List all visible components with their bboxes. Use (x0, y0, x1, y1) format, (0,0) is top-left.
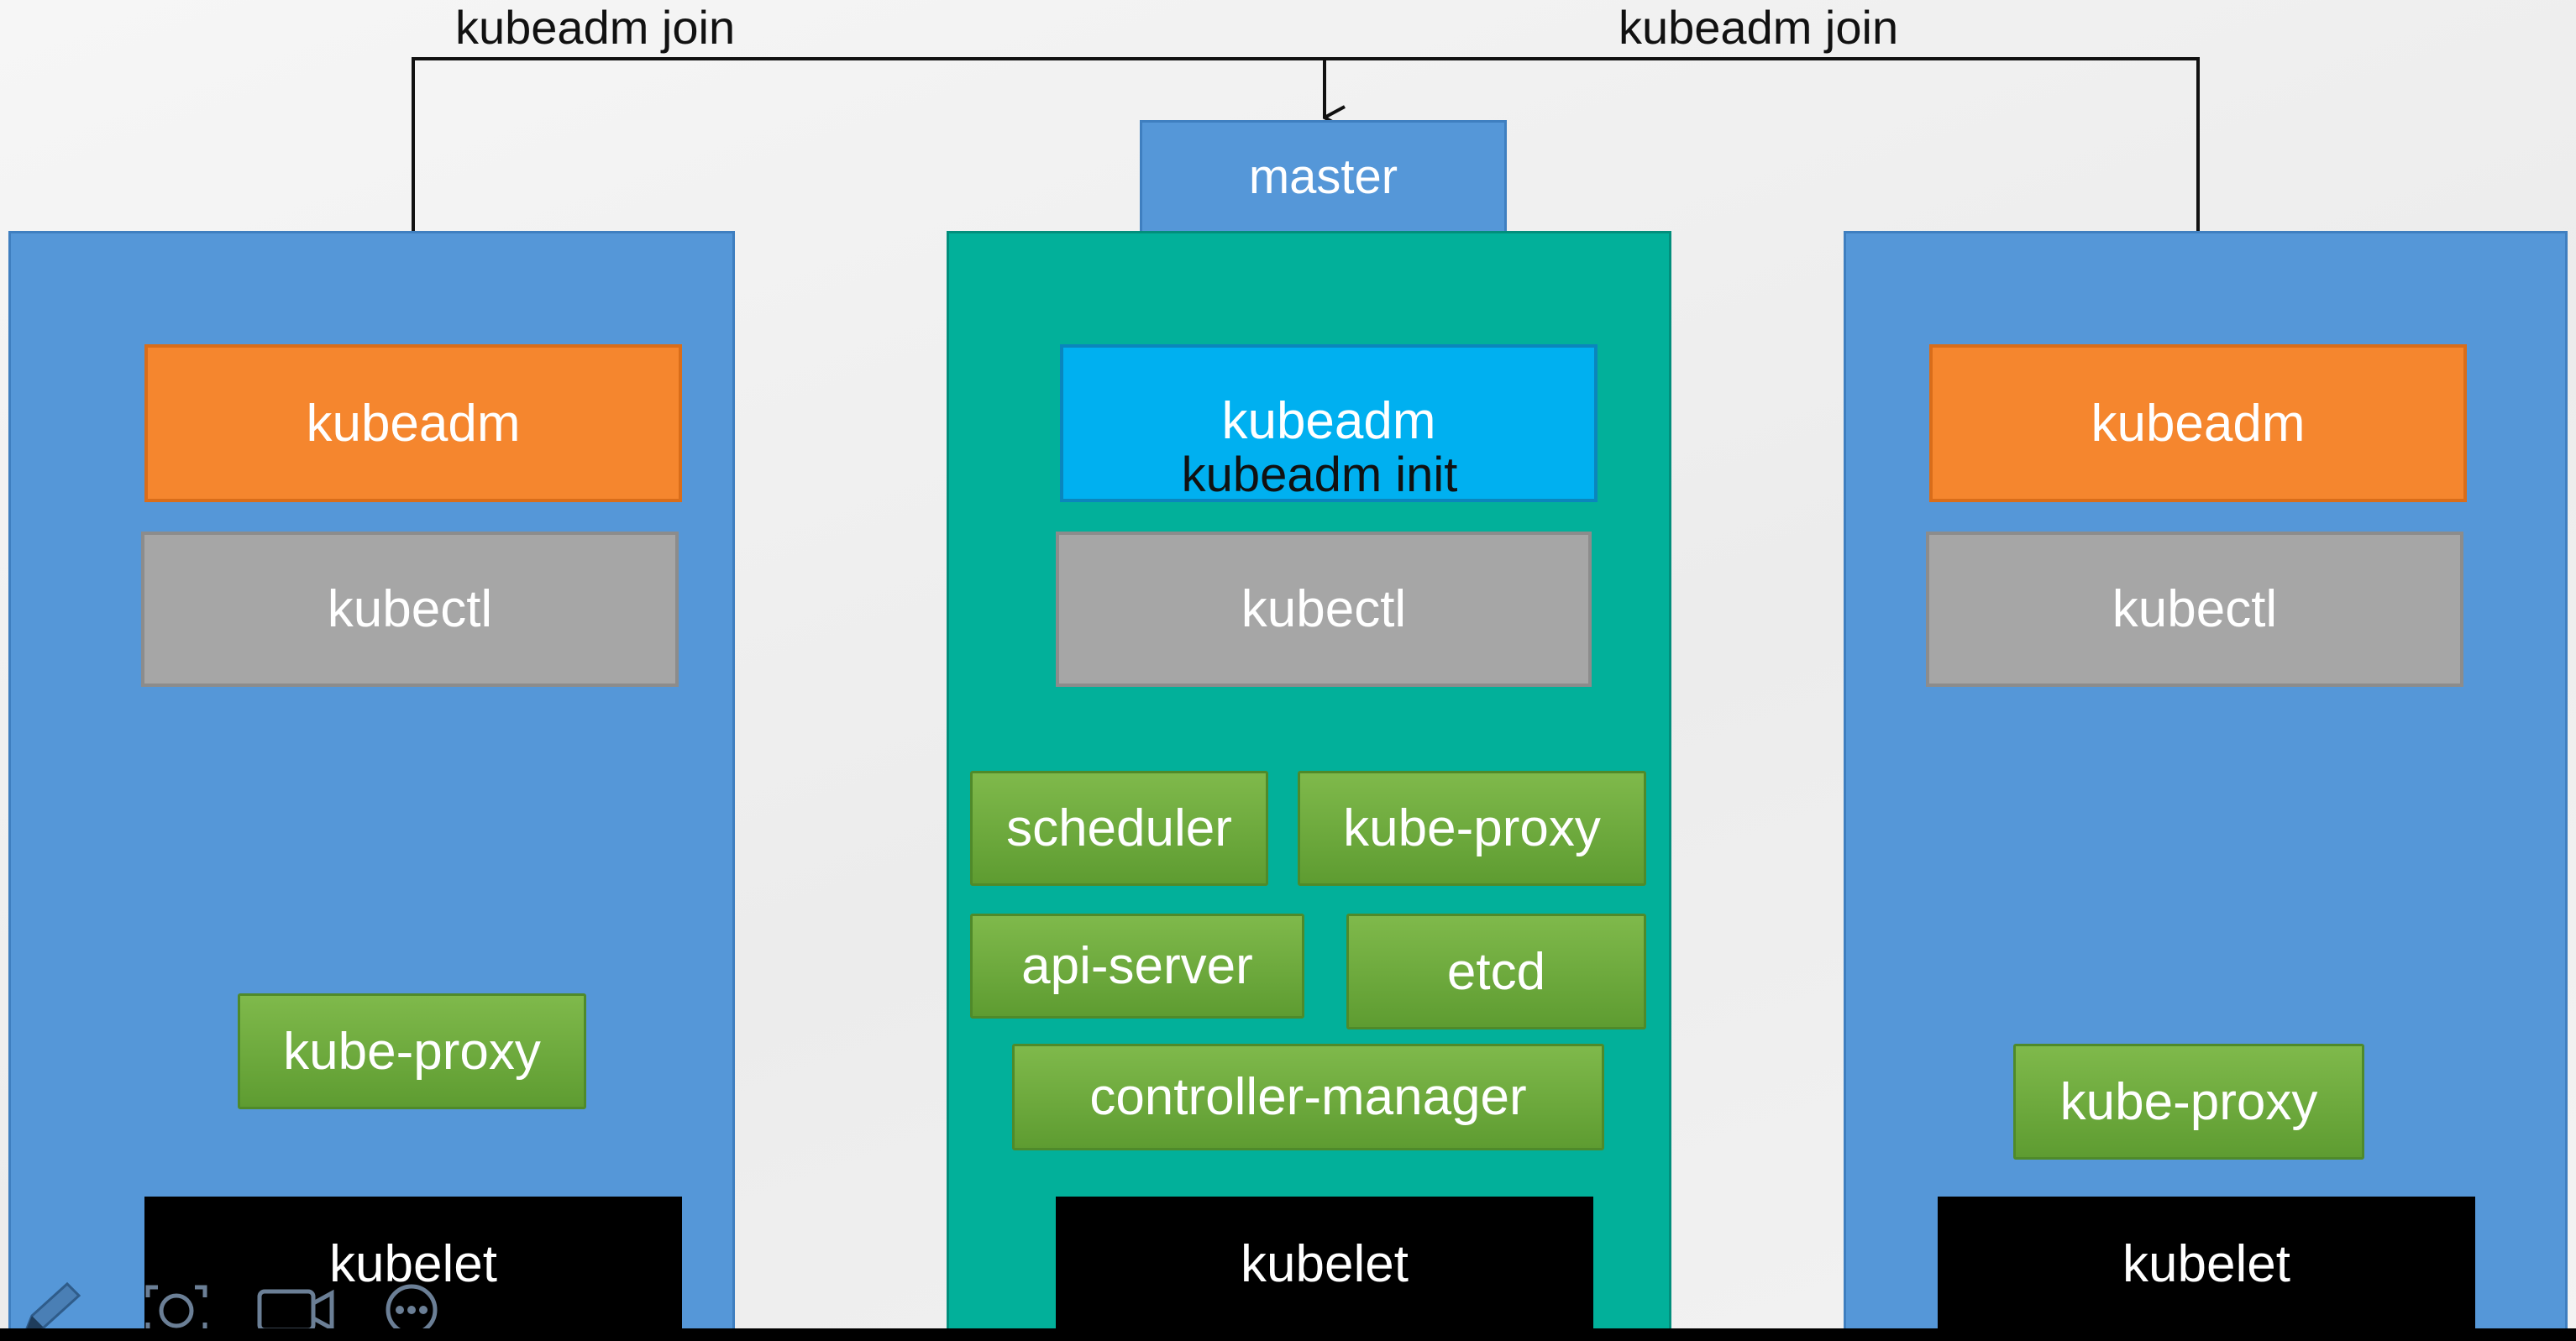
join-label-left: kubeadm join (455, 1, 736, 54)
left-kubeadm-box: kubeadm (144, 344, 682, 502)
bottom-edge-bar (0, 1328, 2576, 1341)
more-icon[interactable] (378, 1283, 445, 1335)
master-kube-proxy-box: kube-proxy (1298, 771, 1646, 886)
master-etcd-box: etcd (1346, 914, 1646, 1029)
master-kubeadm-box: kubeadm kubeadm init (1060, 344, 1598, 502)
master-kubelet-box: kubelet (1056, 1197, 1593, 1331)
master-title-tab: master (1140, 120, 1507, 233)
master-controller-manager-box: controller-manager (1012, 1044, 1604, 1150)
master-scheduler-box: scheduler (970, 771, 1268, 886)
video-icon[interactable] (256, 1285, 336, 1335)
left-kube-proxy-box: kube-proxy (238, 993, 586, 1109)
right-kube-proxy-box: kube-proxy (2013, 1044, 2364, 1160)
camera-icon[interactable] (143, 1281, 210, 1336)
master-kubeadm-init-label: kubeadm init (1181, 448, 1458, 502)
master-kubectl-box: kubectl (1056, 532, 1592, 687)
master-api-server-box: api-server (970, 914, 1304, 1019)
right-kubelet-box: kubelet (1938, 1197, 2475, 1331)
right-kubeadm-box: kubeadm (1929, 344, 2467, 502)
left-kubectl-box: kubectl (141, 532, 679, 687)
join-label-right: kubeadm join (1619, 1, 1899, 54)
master-kubeadm-label: kubeadm (1221, 392, 1436, 450)
right-kubectl-box: kubectl (1926, 532, 2463, 687)
